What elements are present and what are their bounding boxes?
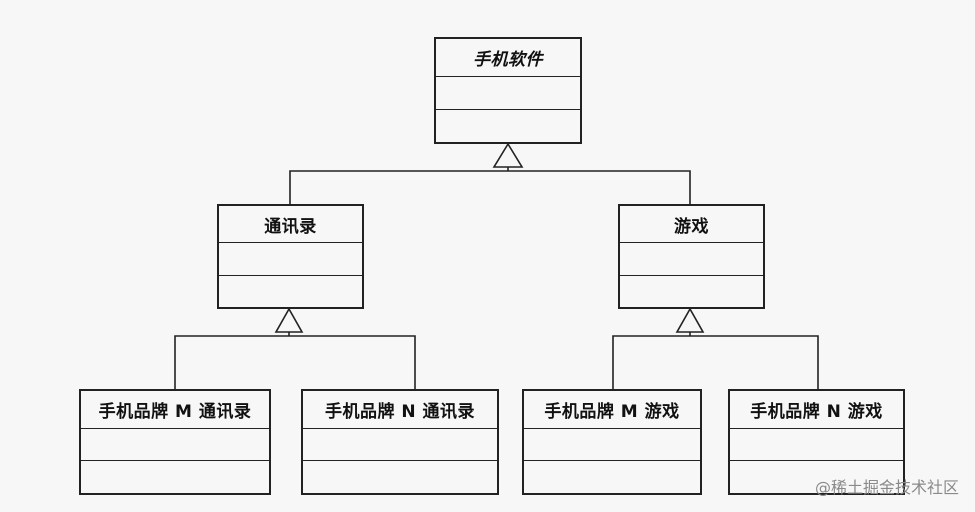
class-box-brand-m-contacts: 手机品牌 M 通讯录: [79, 389, 271, 495]
attributes-section: [303, 427, 497, 461]
attributes-section: [730, 427, 903, 461]
class-name-brand-n-contacts: 手机品牌 N 通讯录: [324, 401, 476, 422]
connector-brands-to-game: [612, 335, 819, 389]
generalization-arrow-root: [492, 142, 524, 168]
connector-contacts-to-root: [289, 170, 691, 204]
watermark-text: @稀土掘金技术社区: [814, 478, 959, 497]
attributes-section: [620, 242, 763, 274]
generalization-arrow-contacts: [274, 307, 304, 333]
class-box-brand-m-game: 手机品牌 M 游戏: [522, 389, 702, 495]
generalization-arrow-game: [675, 307, 705, 333]
operations-section: [524, 460, 700, 493]
attributes-section: [524, 427, 700, 461]
operations-section: [730, 460, 903, 493]
class-name-brand-n-game: 手机品牌 N 游戏: [750, 401, 883, 422]
operations-section: [219, 274, 362, 307]
connector-brands-to-contacts: [174, 335, 416, 389]
class-name-brand-m-game: 手机品牌 M 游戏: [544, 401, 680, 422]
class-name-game: 游戏: [674, 216, 709, 237]
operations-section: [303, 460, 497, 493]
class-name-brand-m-contacts: 手机品牌 M 通讯录: [98, 401, 252, 422]
attributes-section: [219, 242, 362, 274]
attributes-section: [81, 427, 269, 461]
attributes-section: [436, 75, 580, 109]
class-box-game: 游戏: [618, 204, 765, 309]
class-name-phone-software: 手机软件: [473, 49, 543, 70]
class-box-brand-n-game: 手机品牌 N 游戏: [728, 389, 905, 495]
class-box-phone-software: 手机软件: [434, 37, 582, 144]
class-box-brand-n-contacts: 手机品牌 N 通讯录: [301, 389, 499, 495]
class-box-contacts: 通讯录: [217, 204, 364, 309]
class-name-contacts: 通讯录: [264, 216, 317, 237]
operations-section: [436, 108, 580, 142]
operations-section: [81, 460, 269, 493]
operations-section: [620, 274, 763, 307]
